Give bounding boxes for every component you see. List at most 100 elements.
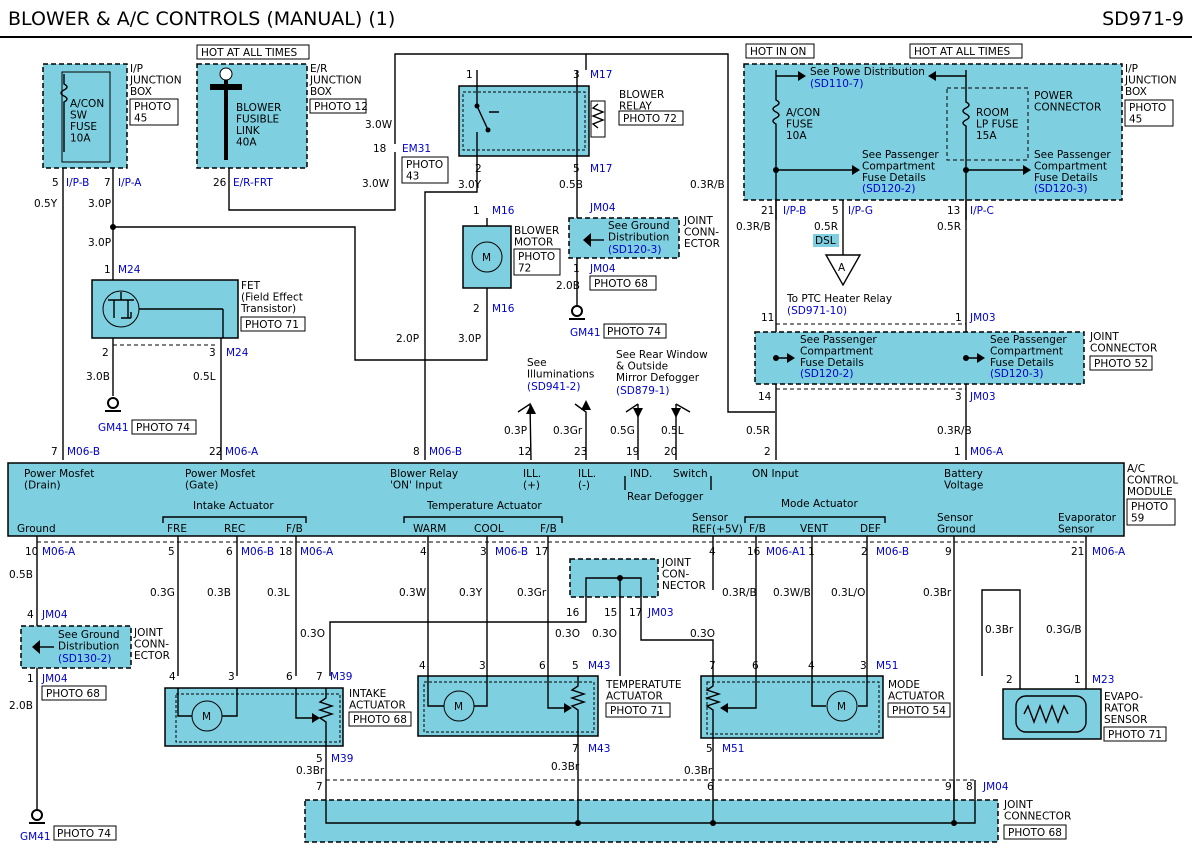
ground-symbol-gm41-bottom [29,809,45,824]
svg-text:M43: M43 [588,660,610,672]
svg-text:DSL: DSL [815,235,836,247]
svg-text:(SD941-2): (SD941-2) [527,381,580,393]
svg-text:7: 7 [572,743,579,755]
svg-text:Rear Defogger: Rear Defogger [627,491,704,503]
svg-text:2.0B: 2.0B [556,280,580,292]
svg-text:Mode Actuator: Mode Actuator [781,498,858,510]
svg-text:0.3Gr: 0.3Gr [553,425,583,437]
module-pin-label: ON Input [752,468,799,480]
svg-text:PHOTO 74: PHOTO 74 [57,828,111,840]
module-bottom-pin: 9 [945,546,952,558]
svg-text:3.0W: 3.0W [365,119,393,131]
svg-text:Intake Actuator: Intake Actuator [193,500,274,512]
svg-text:3.0W: 3.0W [362,178,390,190]
svg-text:PHOTO 71: PHOTO 71 [1108,729,1162,741]
svg-text:GM41: GM41 [570,327,601,339]
svg-text:I/P-B: I/P-B [783,205,806,217]
svg-text:0.3O: 0.3O [690,628,715,640]
svg-text:4: 4 [169,671,176,683]
svg-text:JM03: JM03 [969,312,996,324]
svg-text:(SD879-1): (SD879-1) [616,385,669,397]
svg-text:21: 21 [761,205,774,217]
module-bottom-connector: M06-A1 [766,546,806,558]
module-bottom-pin: 4 [420,546,427,558]
svg-text:M16: M16 [492,303,515,315]
module-bottom-connector: M06-A [1092,546,1126,558]
svg-text:PHOTO 68: PHOTO 68 [594,278,648,290]
svg-text:0.3R/B: 0.3R/B [736,221,771,233]
svg-text:7: 7 [104,177,111,189]
svg-text:9: 9 [945,781,952,793]
module-pin-number: 8 [413,446,420,458]
svg-text:M17: M17 [590,69,612,81]
svg-text:0.3O: 0.3O [592,628,617,640]
module-bottom-label: VENT [800,523,829,535]
svg-text:M17: M17 [590,163,612,175]
module-bottom-pin: 6 [226,546,233,558]
svg-text:6: 6 [539,660,546,672]
svg-text:0.3R/B: 0.3R/B [722,587,757,599]
svg-text:4: 4 [419,660,426,672]
module-bottom-label: DEF [860,523,881,535]
svg-text:4: 4 [27,609,34,621]
module-bottom-pin: 5 [168,546,175,558]
svg-text:5: 5 [316,753,323,765]
svg-text:PHOTO 71: PHOTO 71 [610,705,664,717]
svg-text:1: 1 [1074,674,1081,686]
module-bottom-pin: 18 [279,546,292,558]
svg-text:JM04: JM04 [41,609,68,621]
module-bottom-label: F/B [286,523,303,535]
svg-text:2.0P: 2.0P [396,333,419,345]
svg-text:JM04: JM04 [982,781,1009,793]
module-bottom-pin: 17 [535,546,548,558]
module-pin-label: ILL.(+) [523,468,541,492]
svg-text:0.5L: 0.5L [193,371,216,383]
svg-text:0.5R: 0.5R [814,221,838,233]
svg-text:JM04: JM04 [589,263,616,275]
svg-text:0.3Br: 0.3Br [985,624,1014,636]
svg-text:0.3L: 0.3L [267,587,290,599]
svg-text:JM04: JM04 [41,673,68,685]
svg-text:3: 3 [573,69,580,81]
svg-text:HOT AT ALL TIMES: HOT AT ALL TIMES [201,47,297,59]
svg-text:14: 14 [758,391,772,403]
module-pin-label: Blower Relay'ON' Input [390,468,458,492]
svg-text:5: 5 [706,743,713,755]
svg-text:0.3O: 0.3O [300,628,325,640]
svg-text:I/P-C: I/P-C [970,205,994,217]
svg-text:1: 1 [466,69,473,81]
svg-text:PHOTO 52: PHOTO 52 [1094,358,1148,370]
svg-text:HOT IN ON: HOT IN ON [750,46,806,58]
svg-text:EM31: EM31 [402,143,431,155]
svg-text:0.3W/B: 0.3W/B [773,587,811,599]
svg-text:0.5B: 0.5B [559,179,583,191]
svg-text:3.0Y: 3.0Y [458,179,482,191]
svg-text:2: 2 [473,303,480,315]
svg-text:18: 18 [373,143,386,155]
svg-text:M51: M51 [876,660,898,672]
svg-text:5: 5 [832,205,839,217]
module-bottom-pin: 16 [747,546,761,558]
svg-text:M: M [454,701,463,713]
